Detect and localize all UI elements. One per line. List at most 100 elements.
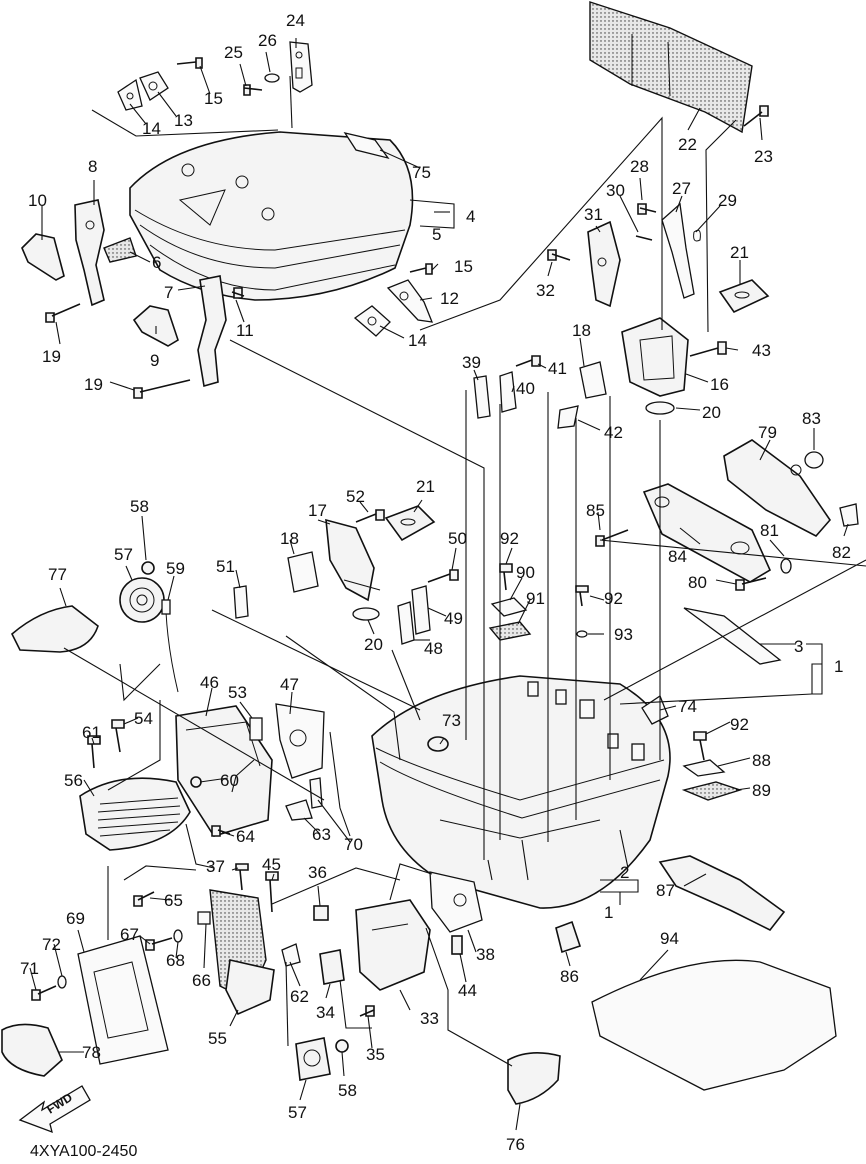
bolt-60 [190, 776, 202, 788]
callout-45: 45 [262, 855, 281, 874]
washer-68 [173, 929, 183, 943]
screw-61 [87, 735, 101, 769]
callout-33: 33 [420, 1009, 439, 1028]
speaker-box-46 [175, 705, 273, 837]
callout-36: 36 [308, 863, 327, 882]
callout-90: 90 [516, 563, 535, 582]
bolt-71 [31, 985, 57, 1001]
screw-23 [743, 105, 769, 127]
callout-25: 25 [224, 43, 243, 62]
speaker-57-top [119, 577, 165, 623]
bracket-24 [289, 41, 313, 93]
callout-64: 64 [236, 827, 255, 846]
trim-74 [641, 695, 669, 725]
housing-33 [355, 899, 431, 991]
bracket-17 [325, 518, 375, 602]
callout-71: 71 [20, 959, 39, 978]
trunk-body [371, 675, 671, 909]
callout-54: 54 [134, 709, 153, 728]
callout-21b: 21 [416, 477, 435, 496]
clip-39 [473, 375, 491, 419]
callout-92b: 92 [604, 589, 623, 608]
callout-83: 83 [802, 409, 821, 428]
screw-19-upper [45, 303, 81, 323]
mat-94 [591, 959, 837, 1091]
leader-lines [29, 38, 849, 1131]
callout-15b: 15 [454, 257, 473, 276]
latch-housing-16 [621, 317, 689, 397]
connector-34 [319, 949, 345, 985]
callout-16: 16 [710, 375, 729, 394]
callout-46: 46 [200, 673, 219, 692]
screw-92-small [575, 585, 589, 607]
callout-77: 77 [48, 565, 67, 584]
callout-12: 12 [440, 289, 459, 308]
screw-30 [635, 235, 653, 241]
bolt-15-top [176, 57, 203, 69]
reflector-panel-22 [589, 1, 753, 134]
callout-94: 94 [660, 929, 679, 948]
callout-69: 69 [66, 909, 85, 928]
callout-26: 26 [258, 31, 277, 50]
callout-72: 72 [42, 935, 61, 954]
callout-59: 59 [166, 559, 185, 578]
callout-28: 28 [630, 157, 649, 176]
callout-23: 23 [754, 147, 773, 166]
callout-81: 81 [760, 521, 779, 540]
speaker-57-bottom [295, 1037, 331, 1081]
reflector-plate-69 [77, 935, 169, 1065]
screw-37 [235, 863, 249, 891]
clip-63 [285, 799, 313, 821]
bolt-80 [735, 577, 767, 591]
callout-31: 31 [584, 205, 603, 224]
bumper-21-top [718, 279, 770, 314]
bracket-48 [397, 601, 415, 645]
callout-62: 62 [290, 987, 309, 1006]
callout-27: 27 [672, 179, 691, 198]
callout-55: 55 [208, 1029, 227, 1048]
speaker-grille-56 [79, 777, 191, 851]
bracket-12 [386, 279, 434, 323]
callout-43: 43 [752, 341, 771, 360]
clip-66-tab [197, 911, 211, 925]
diagram-code: 4XYA100-2450 [30, 1143, 137, 1159]
callout-14b: 14 [408, 331, 427, 350]
callout-5: 5 [432, 225, 441, 244]
callout-20a: 20 [702, 403, 721, 422]
nut-58-top [141, 561, 155, 575]
callout-19b: 19 [84, 375, 103, 394]
callout-35: 35 [366, 1045, 385, 1064]
callout-76: 76 [506, 1135, 525, 1154]
screw-45 [265, 871, 279, 913]
callout-29: 29 [718, 191, 737, 210]
grommet-44 [451, 935, 463, 955]
callout-14a: 14 [142, 119, 161, 138]
nut-58-bottom [335, 1039, 349, 1053]
callout-56: 56 [64, 771, 83, 790]
washer-81 [780, 558, 792, 574]
hinge-bracket-7 [197, 275, 227, 388]
callout-48: 48 [424, 639, 443, 658]
callout-34: 34 [316, 1003, 335, 1022]
lamp-bracket-84 [642, 483, 772, 583]
screw-92-right [693, 731, 707, 761]
callout-49: 49 [444, 609, 463, 628]
callout-65: 65 [164, 891, 183, 910]
callout-40: 40 [516, 379, 535, 398]
callout-58a: 58 [130, 497, 149, 516]
callout-4: 4 [466, 207, 475, 226]
wire-59 [161, 599, 179, 693]
pad-88 [682, 759, 726, 777]
housing-55 [225, 959, 275, 1016]
spoiler-3 [683, 607, 782, 665]
callout-87: 87 [656, 881, 675, 900]
screw-52 [355, 509, 385, 523]
screw-85 [595, 529, 629, 547]
cover-78 [1, 1023, 63, 1077]
pad-90 [490, 597, 528, 617]
callout-80: 80 [688, 573, 707, 592]
callout-63: 63 [312, 825, 331, 844]
callout-41: 41 [548, 359, 567, 378]
bracket-13 [139, 71, 169, 101]
